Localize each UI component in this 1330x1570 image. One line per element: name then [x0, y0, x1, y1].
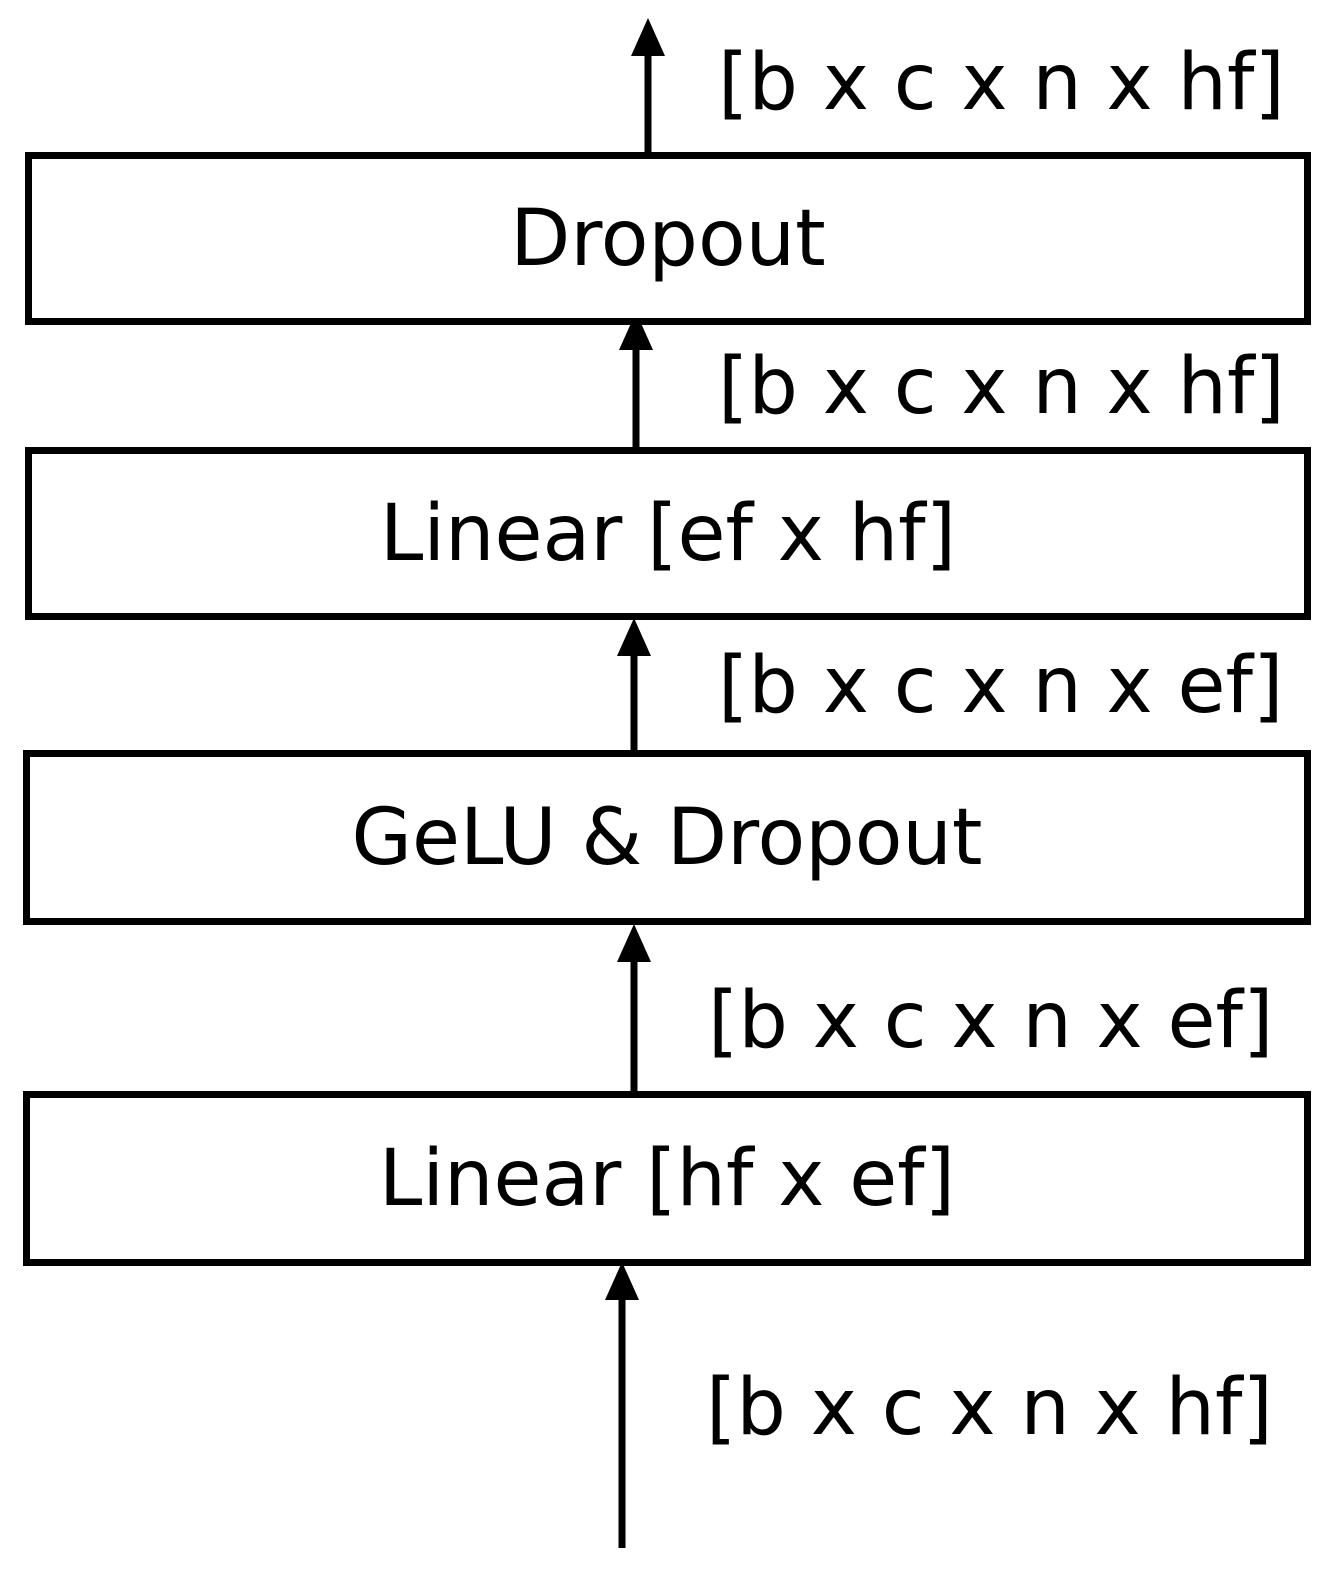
arrow-linear1-to-gelu	[617, 924, 651, 1093]
gelu-output-shape-label: [b x c x n x ef]	[718, 641, 1284, 731]
gelu-dropout-block: GeLU & Dropout	[23, 750, 1311, 925]
linear-ef-hf-block: Linear [ef x hf]	[25, 447, 1311, 620]
linear1-output-shape-label: [b x c x n x ef]	[708, 976, 1274, 1066]
gelu-dropout-block-label: GeLU & Dropout	[351, 792, 983, 883]
dropout-block-label: Dropout	[510, 193, 826, 284]
linear-hf-ef-block-label: Linear [hf x ef]	[378, 1133, 956, 1224]
dropout-block: Dropout	[25, 152, 1311, 325]
linear-hf-ef-block: Linear [hf x ef]	[23, 1091, 1311, 1266]
arrow-linear2-to-dropout	[619, 312, 653, 450]
arrow-gelu-to-linear2	[617, 618, 651, 752]
output-shape-label: [b x c x n x hf]	[718, 38, 1285, 128]
output-arrow	[631, 18, 665, 155]
linear2-output-shape-label: [b x c x n x hf]	[718, 342, 1285, 432]
input-arrow	[605, 1262, 639, 1548]
input-shape-label: [b x c x n x hf]	[706, 1363, 1273, 1453]
linear-ef-hf-block-label: Linear [ef x hf]	[379, 488, 957, 579]
